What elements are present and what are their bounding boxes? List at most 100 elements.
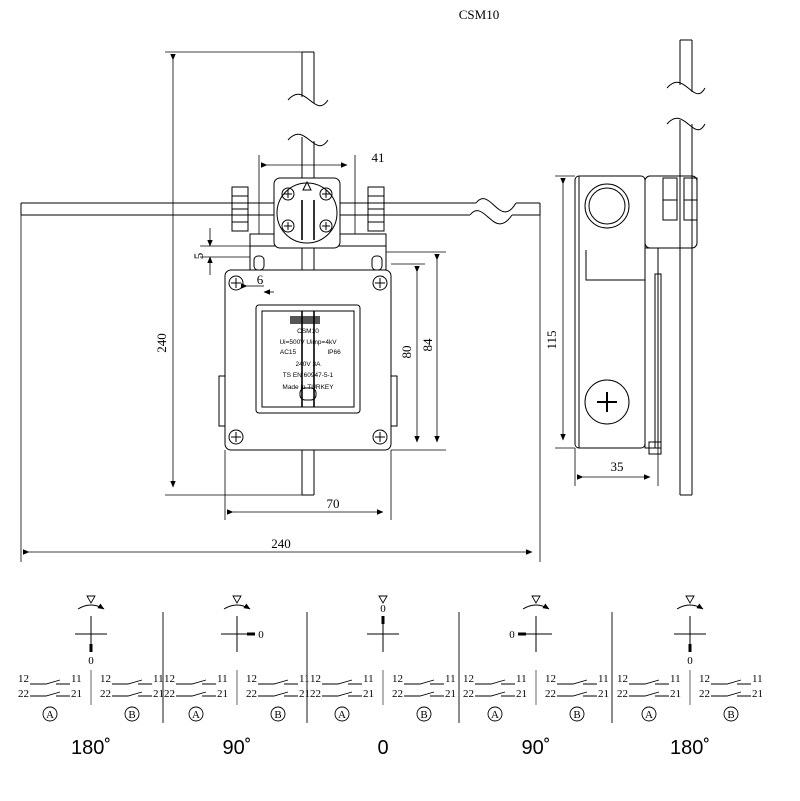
terminal-11: 11 — [445, 673, 456, 685]
contact-symbol-no — [629, 691, 669, 697]
position-dividers — [162, 612, 613, 723]
contact-symbol-nc — [176, 679, 216, 685]
contact-badge — [334, 706, 350, 722]
contact-symbol-no — [258, 691, 298, 697]
zero-mark: 0 — [509, 629, 515, 641]
terminal-21: 21 — [516, 688, 527, 700]
nameplate — [255, 304, 361, 414]
rotation-arc-icon — [223, 603, 251, 610]
nameplate-text: CSM10 Ui=500V Uimp=4kV AC15 IP66 240V 3A… — [279, 328, 341, 391]
break-mark-vertical — [287, 93, 329, 107]
zero-mark: 0 — [687, 655, 693, 667]
terminal-22: 22 — [392, 688, 403, 700]
terminal-21: 21 — [299, 688, 310, 700]
terminal-22: 22 — [18, 688, 29, 700]
dim-35: 35 — [611, 459, 624, 474]
dimension-lines — [20, 51, 659, 562]
terminal-11: 11 — [153, 673, 164, 685]
terminal-12: 12 — [100, 673, 111, 685]
dim-115: 115 — [544, 330, 559, 349]
pointer-triangle-icon — [685, 595, 695, 604]
terminal-22: 22 — [164, 688, 175, 700]
contact-symbol-nc — [475, 679, 515, 685]
contact-badge — [416, 706, 432, 722]
terminal-12: 12 — [392, 673, 403, 685]
side-cover-screw — [584, 379, 630, 425]
terminal-11: 11 — [670, 673, 681, 685]
contact-badge — [487, 706, 503, 722]
rotation-arc-icon — [676, 603, 704, 610]
contact-b: 12 11 22 21B — [100, 673, 164, 722]
nameplate-standard: TS EN 60947-5-1 — [283, 372, 334, 379]
position-angle-label: 90˚ — [223, 737, 252, 759]
contact-label: A — [645, 709, 653, 721]
contact-symbol-nc — [30, 679, 70, 685]
rotation-arc-icon — [522, 603, 550, 610]
terminal-21: 21 — [217, 688, 228, 700]
dim-240-vertical: 240 — [154, 333, 169, 353]
contact-symbol-no — [404, 691, 444, 697]
nameplate-origin: Made in TURKEY — [282, 384, 334, 391]
nameplate-current: 240V 3A — [296, 361, 322, 368]
contact-label: B — [573, 709, 580, 721]
nameplate-rating: Ui=500V Uimp=4kV — [279, 339, 337, 346]
zero-mark: 0 — [88, 655, 94, 667]
terminal-11: 11 — [598, 673, 609, 685]
contact-label: A — [46, 709, 54, 721]
break-mark-horizontal — [475, 198, 517, 213]
terminal-21: 21 — [71, 688, 82, 700]
contact-symbol-no — [557, 691, 597, 697]
contact-badge — [124, 706, 140, 722]
terminal-12: 12 — [246, 673, 257, 685]
dim-80: 80 — [399, 346, 414, 359]
contact-label: A — [192, 709, 200, 721]
contact-symbol-nc — [322, 679, 362, 685]
pointer-triangle-icon — [86, 595, 96, 604]
drawing-title: CSM10 — [459, 7, 499, 22]
contact-symbol-no — [30, 691, 70, 697]
position-angle-label: 90˚ — [522, 737, 551, 759]
terminal-22: 22 — [545, 688, 556, 700]
dim-41: 41 — [372, 150, 385, 165]
nameplate-ac15: AC15 — [280, 349, 297, 356]
terminal-22: 22 — [699, 688, 710, 700]
contact-symbol-nc — [112, 679, 152, 685]
dim-6: 6 — [257, 272, 264, 287]
terminal-11: 11 — [299, 673, 310, 685]
terminal-12: 12 — [617, 673, 628, 685]
terminal-21: 21 — [670, 688, 681, 700]
dim-5: 5 — [191, 253, 206, 260]
contact-badge — [723, 706, 739, 722]
contact-label: B — [420, 709, 427, 721]
terminal-22: 22 — [246, 688, 257, 700]
contact-symbol-nc — [258, 679, 298, 685]
terminal-11: 11 — [71, 673, 82, 685]
terminal-21: 21 — [445, 688, 456, 700]
terminal-11: 11 — [516, 673, 527, 685]
contact-badge — [42, 706, 58, 722]
contact-symbol-no — [475, 691, 515, 697]
corner-screws — [228, 275, 388, 445]
zero-mark: 0 — [380, 603, 386, 615]
terminal-22: 22 — [617, 688, 628, 700]
contact-label: A — [491, 709, 499, 721]
terminal-22: 22 — [463, 688, 474, 700]
terminal-11: 11 — [752, 673, 763, 685]
contact-label: B — [128, 709, 135, 721]
terminal-11: 11 — [363, 673, 374, 685]
terminal-22: 22 — [100, 688, 111, 700]
dim-70: 70 — [327, 496, 340, 511]
terminal-21: 21 — [363, 688, 374, 700]
contact-symbol-nc — [629, 679, 669, 685]
contact-symbol-no — [112, 691, 152, 697]
contact-symbol-nc — [557, 679, 597, 685]
terminal-12: 12 — [310, 673, 321, 685]
contact-symbol-no — [322, 691, 362, 697]
terminal-21: 21 — [153, 688, 164, 700]
conduit-entry — [584, 183, 630, 229]
